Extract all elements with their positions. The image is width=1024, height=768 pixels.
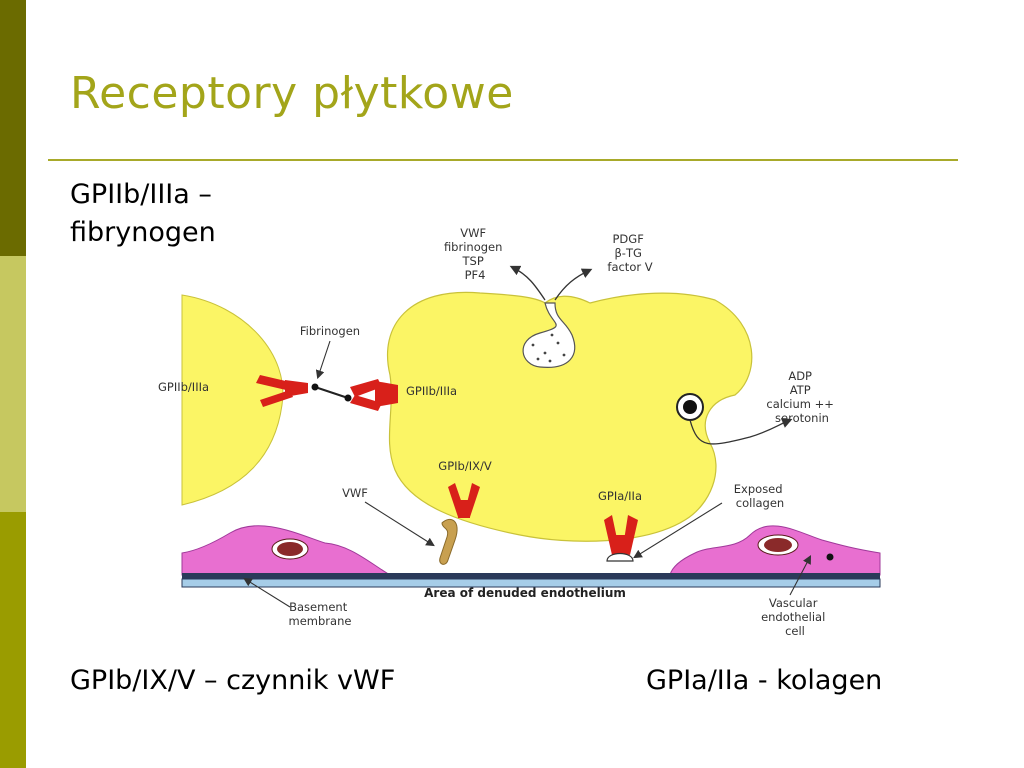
note-gp1b: GPIb/IX/V – czynnik vWF — [70, 665, 396, 696]
basement-membrane-label: Basement membrane — [289, 600, 352, 628]
note-gp2b3a: GPIIb/IIIa – fibrynogen — [70, 176, 216, 252]
dense-granule-labels: ADP ATP calcium ++ serotonin — [766, 369, 837, 425]
slide-title: Receptory płytkowe — [70, 68, 514, 119]
title-divider — [48, 159, 958, 161]
basement-membrane — [182, 573, 880, 579]
vwf-molecule — [439, 518, 458, 565]
note-gp2b3a-line2: fibrynogen — [70, 217, 216, 248]
endothelium-label: Area of denuded endothelium — [424, 586, 626, 600]
vwf-label: VWF — [342, 486, 368, 500]
vessel-layer — [181, 578, 881, 588]
gp1a-receptor — [604, 515, 638, 555]
gp2b3a-right-receptor — [350, 379, 398, 411]
gp1b-label: GPIb/IX/V — [438, 459, 492, 473]
fibrinogen-label: Fibrinogen — [300, 324, 360, 338]
gp2b3a-left-label: GPIIb/IIIa — [158, 380, 209, 394]
vascular-cell-label: Vascular endothelial cell — [761, 596, 829, 638]
sidebar-block-dark — [0, 0, 26, 256]
release-labels: PDGF β-TG factor V — [607, 232, 652, 274]
gp1a-label: GPIa/IIa — [598, 489, 642, 503]
main-platelet — [386, 291, 753, 542]
gp1b-receptor — [448, 483, 480, 518]
note-gp2b3a-line1: GPIIb/IIIa – — [70, 179, 212, 210]
platelet-receptor-diagram: VWF fibrinogen TSP PF4 PDGF β-TG factor … — [158, 226, 881, 638]
left-platelet — [181, 294, 284, 506]
note-gp1a: GPIa/IIa - kolagen — [646, 665, 883, 696]
collagen-label: Exposed collagen — [734, 482, 786, 510]
sidebar-stripe — [0, 0, 26, 768]
alpha-granule — [522, 302, 576, 368]
gp2b3a-left-receptor — [256, 375, 308, 407]
collagen-exposed — [606, 552, 634, 562]
sidebar-block-light — [0, 256, 26, 512]
fibrinogen-molecule — [311, 383, 352, 402]
sidebar-block-mid — [0, 512, 26, 768]
granule-labels: VWF fibrinogen TSP PF4 — [444, 226, 506, 282]
gp2b3a-right-label: GPIIb/IIIa — [406, 384, 457, 398]
